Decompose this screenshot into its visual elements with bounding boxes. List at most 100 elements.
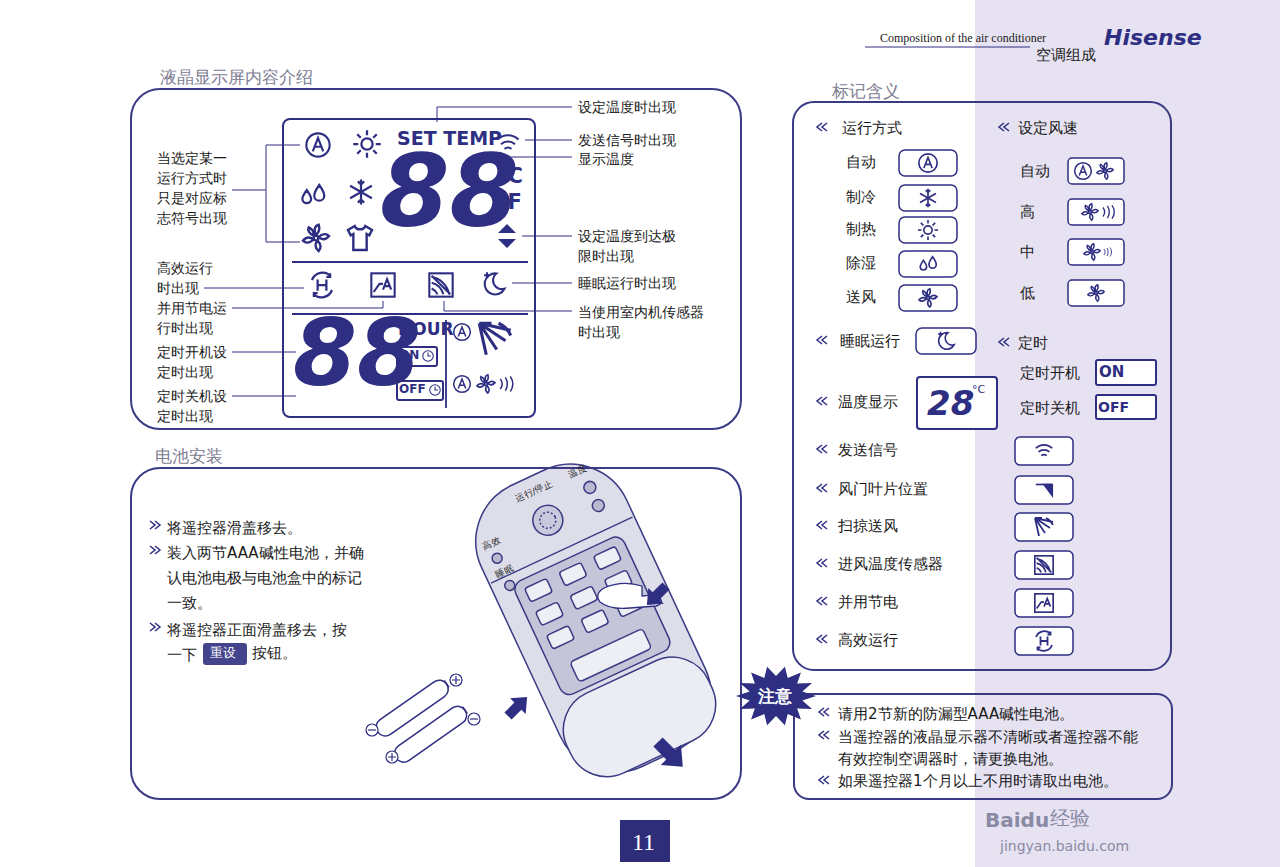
drawing-part bbox=[899, 150, 957, 176]
drawing-part bbox=[537, 510, 558, 531]
drawing-part bbox=[817, 336, 827, 344]
drawing-part bbox=[455, 444, 731, 793]
remote-button bbox=[581, 609, 609, 633]
drawing-part bbox=[1035, 594, 1053, 612]
node-text: ON bbox=[399, 347, 419, 363]
drawing-part bbox=[366, 724, 378, 736]
node-text: 请用2节新的防漏型AAA碱性电池。 bbox=[838, 703, 1074, 725]
node-text: 按钮。 bbox=[252, 643, 297, 663]
node-text: 定时关机 bbox=[1020, 398, 1080, 418]
drawing-part bbox=[368, 729, 376, 730]
drawing-part bbox=[817, 597, 827, 605]
drawing-part bbox=[477, 375, 495, 393]
node-text: 发送信号时出现 bbox=[578, 131, 676, 150]
drawing-part bbox=[582, 479, 598, 495]
node-text: 设定风速 bbox=[1018, 118, 1078, 138]
panel-heading: 标记含义 bbox=[832, 80, 900, 103]
star-shape bbox=[736, 667, 816, 725]
drawing-part bbox=[920, 257, 936, 270]
node-text: 制热 bbox=[846, 219, 876, 239]
drawing-part bbox=[1068, 199, 1124, 225]
remote-button bbox=[535, 602, 563, 626]
drawing-part bbox=[348, 226, 372, 250]
drawing-part bbox=[500, 689, 535, 724]
node-text: 并用节电运行时出现 bbox=[157, 298, 229, 338]
drawing-part bbox=[150, 521, 160, 529]
drawing-part bbox=[899, 285, 957, 311]
batteries bbox=[373, 677, 470, 766]
drawing-part bbox=[292, 262, 528, 408]
motion-arrows bbox=[500, 578, 693, 777]
drawing-part bbox=[452, 676, 460, 684]
drawing-part bbox=[819, 776, 829, 784]
reset-button: 重设 bbox=[203, 643, 247, 665]
drawing-part bbox=[1088, 285, 1104, 302]
drawing-part bbox=[817, 397, 827, 405]
node-text: 并用节电 bbox=[838, 592, 898, 612]
drawing-part bbox=[204, 288, 304, 289]
drawing-part bbox=[479, 323, 511, 355]
node-text: 自动 bbox=[1020, 161, 1050, 181]
drawing-part bbox=[490, 552, 503, 565]
legend-panel: 标记含义运行方式自动制冷制热除湿送风设定风速自动高中低睡眠运行定时定时开机定时关… bbox=[792, 101, 1172, 671]
drawing-part bbox=[1015, 476, 1073, 504]
drawing-part bbox=[1068, 158, 1124, 184]
node-text: 重设 bbox=[210, 644, 236, 662]
remote-button bbox=[524, 578, 552, 602]
node-text: 高效运行时出现 bbox=[157, 258, 215, 298]
drawing-part bbox=[899, 217, 957, 243]
node-text: 设定温度时出现 bbox=[578, 98, 676, 117]
notes-panel: 请用2节新的防漏型AAA碱性电池。当遥控器的液晶显示器不清晰或者遥控器不能有效控… bbox=[793, 693, 1173, 800]
node-text: 定时开机 bbox=[1020, 363, 1080, 383]
drawing-part bbox=[312, 273, 332, 298]
lcd-icons bbox=[292, 130, 528, 408]
lcd-screen: SET TEMP88°C°F88HOURONOFF bbox=[282, 118, 536, 418]
drawing-part bbox=[916, 328, 976, 354]
node-text: 自动 bbox=[846, 152, 876, 172]
drawing-part bbox=[817, 559, 827, 567]
drawing-part bbox=[1097, 163, 1113, 180]
drawing-part bbox=[470, 718, 478, 719]
drawing-part bbox=[1082, 204, 1098, 221]
drawing-part bbox=[444, 301, 572, 311]
node-text: 显示温度 bbox=[578, 150, 634, 169]
node-text: OFF bbox=[1098, 398, 1129, 417]
drawing-part bbox=[450, 674, 462, 686]
drawing-part bbox=[1075, 163, 1092, 180]
remote-button bbox=[570, 586, 598, 610]
drawing-part bbox=[522, 236, 572, 237]
drawing-part bbox=[232, 352, 296, 353]
node-text: 温度显示 bbox=[838, 392, 898, 412]
drawing-part bbox=[819, 708, 829, 716]
drawing-part bbox=[1104, 248, 1112, 257]
drawing-part bbox=[817, 484, 827, 492]
timer-off-box: OFF bbox=[1095, 394, 1157, 420]
drawing-part bbox=[1068, 280, 1124, 306]
notice-star: 注意 bbox=[736, 666, 816, 726]
node-text: OFF bbox=[399, 381, 426, 397]
node-text: 设定温度到达极限时出现 bbox=[578, 226, 678, 266]
drawing-part bbox=[391, 703, 470, 766]
node-text: °C bbox=[497, 162, 523, 190]
drawing-part bbox=[570, 628, 652, 682]
drawing-part bbox=[919, 289, 937, 307]
drawing-part bbox=[512, 283, 572, 284]
drawing-part bbox=[525, 140, 572, 141]
drawing-part bbox=[899, 251, 957, 277]
temp-display-box: 28°C bbox=[916, 376, 998, 430]
drawing-part bbox=[899, 185, 957, 211]
node-text: 装入两节AAA碱性电池，并确认电池电极与电池盒中的标记一致。 bbox=[167, 541, 367, 616]
drawing-part bbox=[484, 272, 504, 294]
drawing-part bbox=[1035, 518, 1053, 536]
drawing-part bbox=[1036, 445, 1053, 456]
drawing-part bbox=[429, 273, 452, 296]
node-text: 进风温度传感器 bbox=[838, 554, 943, 574]
drawing-part bbox=[468, 713, 480, 725]
drawing-part bbox=[938, 332, 954, 349]
node-text: 当选定某一运行方式时只是对应标志符号出现 bbox=[157, 148, 229, 228]
node-text: 高效运行 bbox=[838, 630, 898, 650]
timer-on-box: ON bbox=[1095, 359, 1157, 386]
page-header: Composition of the air conditioner bbox=[880, 31, 1046, 45]
bullet-marks bbox=[150, 123, 1009, 784]
drawing-part bbox=[353, 130, 381, 158]
